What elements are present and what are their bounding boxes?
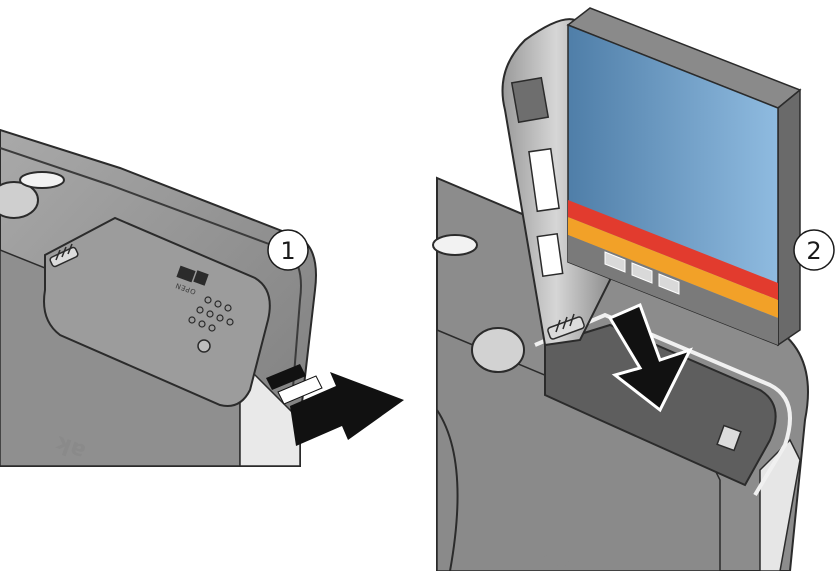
open-lock-icon: [176, 265, 209, 286]
insert-down-arrow: [607, 302, 693, 413]
slide-open-arrow: [266, 364, 404, 446]
battery-side: [777, 88, 801, 347]
shutter-button-2: [471, 327, 525, 373]
battery-contacts: [604, 251, 680, 295]
battery: [566, 7, 802, 347]
step-2-number: 2: [806, 237, 821, 265]
lens-ring: [436, 409, 459, 571]
door-slot-lower: [536, 232, 564, 278]
door-hinge: [49, 243, 79, 268]
door-grip-dots: [188, 296, 234, 332]
door-slot-upper: [528, 147, 560, 213]
compartment-rim: [534, 312, 792, 497]
battery-orange-stripe: [568, 217, 778, 318]
step-1-badge: 1: [267, 229, 309, 271]
battery-door-closed: [43, 216, 271, 407]
door-hinge-2: [547, 313, 585, 340]
step-1-number: 1: [280, 237, 295, 265]
panel-step-1: OPEN ak 1: [0, 128, 404, 467]
battery-latch: [716, 424, 742, 452]
panel-step-2: ak 2: [432, 7, 835, 571]
door-latch: [197, 339, 211, 353]
shutter-button: [0, 181, 39, 219]
battery-red-stripe: [568, 200, 778, 300]
mode-button: [19, 171, 65, 189]
step-2-badge: 2: [793, 229, 835, 271]
camera-side-edge: [239, 358, 301, 467]
mode-button-2: [432, 234, 478, 256]
door-latch-top: [510, 76, 550, 124]
